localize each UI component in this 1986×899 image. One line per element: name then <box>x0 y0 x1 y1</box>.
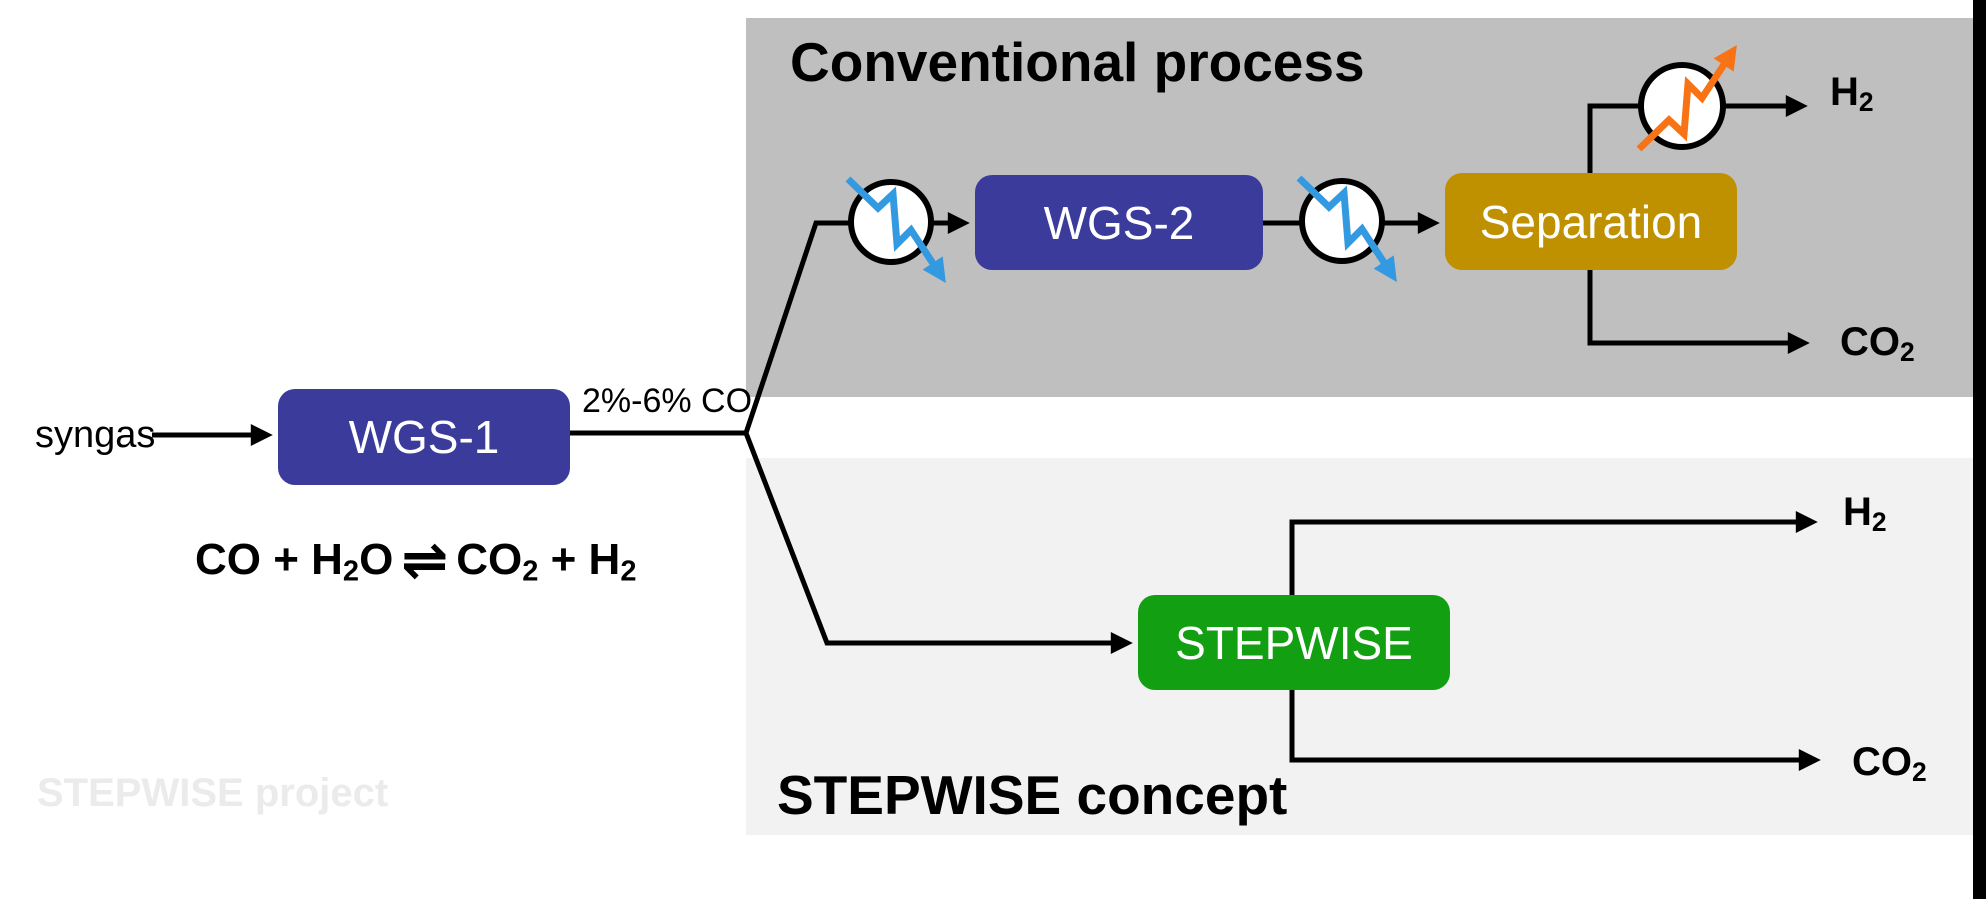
branch-line-stepwise <box>743 432 1133 654</box>
conventional-h2-output-label: H2 <box>1830 70 1874 117</box>
wgs2-reactor-box: WGS-2 <box>975 175 1263 270</box>
heat-exchanger-heater-icon <box>1636 44 1737 152</box>
equation-part: CO + H <box>195 535 343 584</box>
equation-subscript: 2 <box>522 555 539 588</box>
stepwise-label: STEPWISE <box>1175 616 1413 669</box>
conventional-co2-output-label: CO2 <box>1840 320 1915 367</box>
co-concentration-stream-label: 2%-6% CO <box>582 382 753 420</box>
separation-unit-box: Separation <box>1445 173 1737 270</box>
separation-to-co2-arrow <box>1587 270 1810 354</box>
stepwise-concept-title: STEPWISE concept <box>777 764 1288 826</box>
wgs1-label: WGS-1 <box>348 411 500 463</box>
equation-part: + H <box>538 535 621 584</box>
wgs2-label: WGS-2 <box>1043 196 1195 249</box>
equation-subscript: 2 <box>620 555 637 588</box>
stepwise-project-watermark: STEPWISE project <box>37 771 389 815</box>
branch-line-conventional <box>743 212 970 434</box>
stepwise-to-co2-arrow <box>1289 690 1821 771</box>
syngas-stream-label: syngas <box>35 414 156 456</box>
stepwise-h2-output-label: H2 <box>1843 490 1887 537</box>
conventional-process-title: Conventional process <box>790 31 1365 93</box>
screen-right-edge-artifact <box>1973 0 1986 899</box>
equilibrium-arrows-symbol: ⇌ <box>401 528 449 593</box>
stepwise-to-h2-arrow <box>1289 511 1818 595</box>
wgs1-reactor-box: WGS-1 <box>278 389 570 485</box>
stepwise-co2-output-label: CO2 <box>1852 740 1927 787</box>
equation-part: CO <box>456 535 523 584</box>
equation-part: O <box>359 535 394 584</box>
water-gas-shift-equation: CO + H2O⇌CO2 + H2 <box>195 528 636 593</box>
separation-label: Separation <box>1479 195 1703 248</box>
stepwise-unit-box: STEPWISE <box>1138 595 1450 690</box>
heat-exchanger-cooler-2-icon <box>1296 175 1397 283</box>
equation-subscript: 2 <box>342 555 360 588</box>
heat-exchanger-cooler-1-icon <box>845 176 946 284</box>
